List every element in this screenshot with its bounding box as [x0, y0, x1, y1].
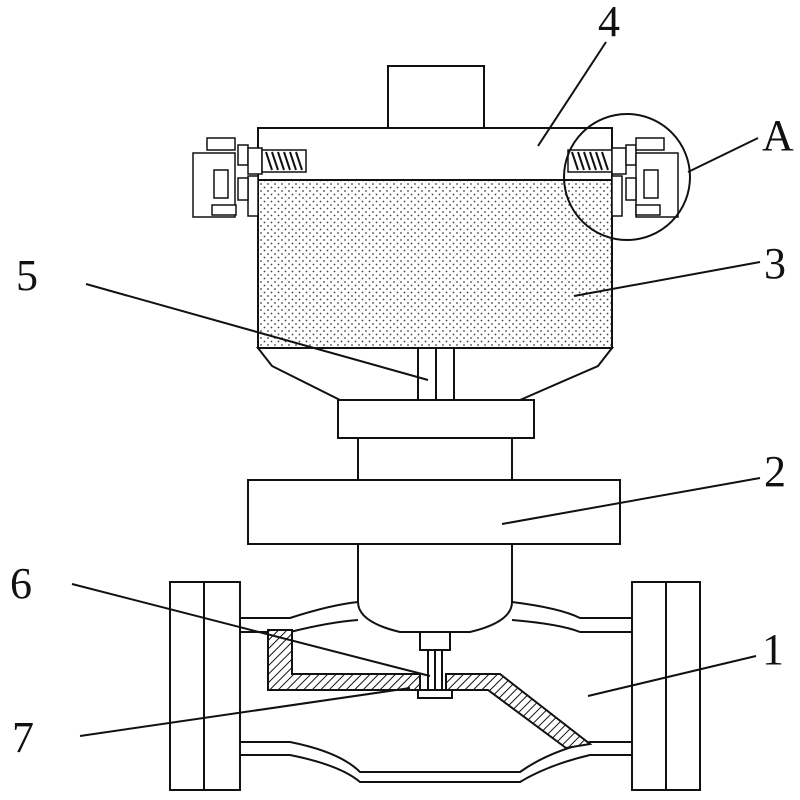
leader-a: [687, 137, 759, 173]
leader-6: [71, 583, 431, 677]
hatched-partition: [267, 629, 421, 691]
cover-plate: [257, 127, 613, 181]
leader-7: [79, 687, 411, 737]
leader-5: [85, 283, 429, 381]
label-6: 6: [10, 559, 32, 608]
neck: [357, 437, 513, 483]
valve-body-top: [240, 601, 359, 619]
label-4: 4: [598, 0, 620, 46]
right-clamp: [567, 137, 679, 218]
label-2: 2: [764, 447, 786, 496]
leader-4: [537, 41, 607, 147]
right-flange-outer: [665, 581, 701, 791]
left-clamp: [192, 137, 307, 218]
lower-neck: [357, 543, 513, 633]
top-actuator: [387, 65, 485, 129]
label-1: 1: [762, 625, 784, 674]
bonnet-block: [247, 479, 621, 545]
label-7: 7: [12, 713, 34, 762]
dotted-chamber: [257, 179, 613, 349]
coupling-block: [337, 399, 535, 439]
left-flange-inner: [203, 581, 241, 791]
leader-3: [573, 261, 761, 297]
leader-2: [501, 477, 761, 525]
leader-1: [587, 655, 757, 697]
label-5: 5: [16, 251, 38, 300]
detail-circle-a: [563, 113, 691, 241]
label-a: A: [762, 111, 794, 160]
plunger-seat: [417, 689, 453, 699]
plunger-head: [419, 631, 451, 651]
label-3: 3: [764, 239, 786, 288]
right-flange-inner: [631, 581, 667, 791]
